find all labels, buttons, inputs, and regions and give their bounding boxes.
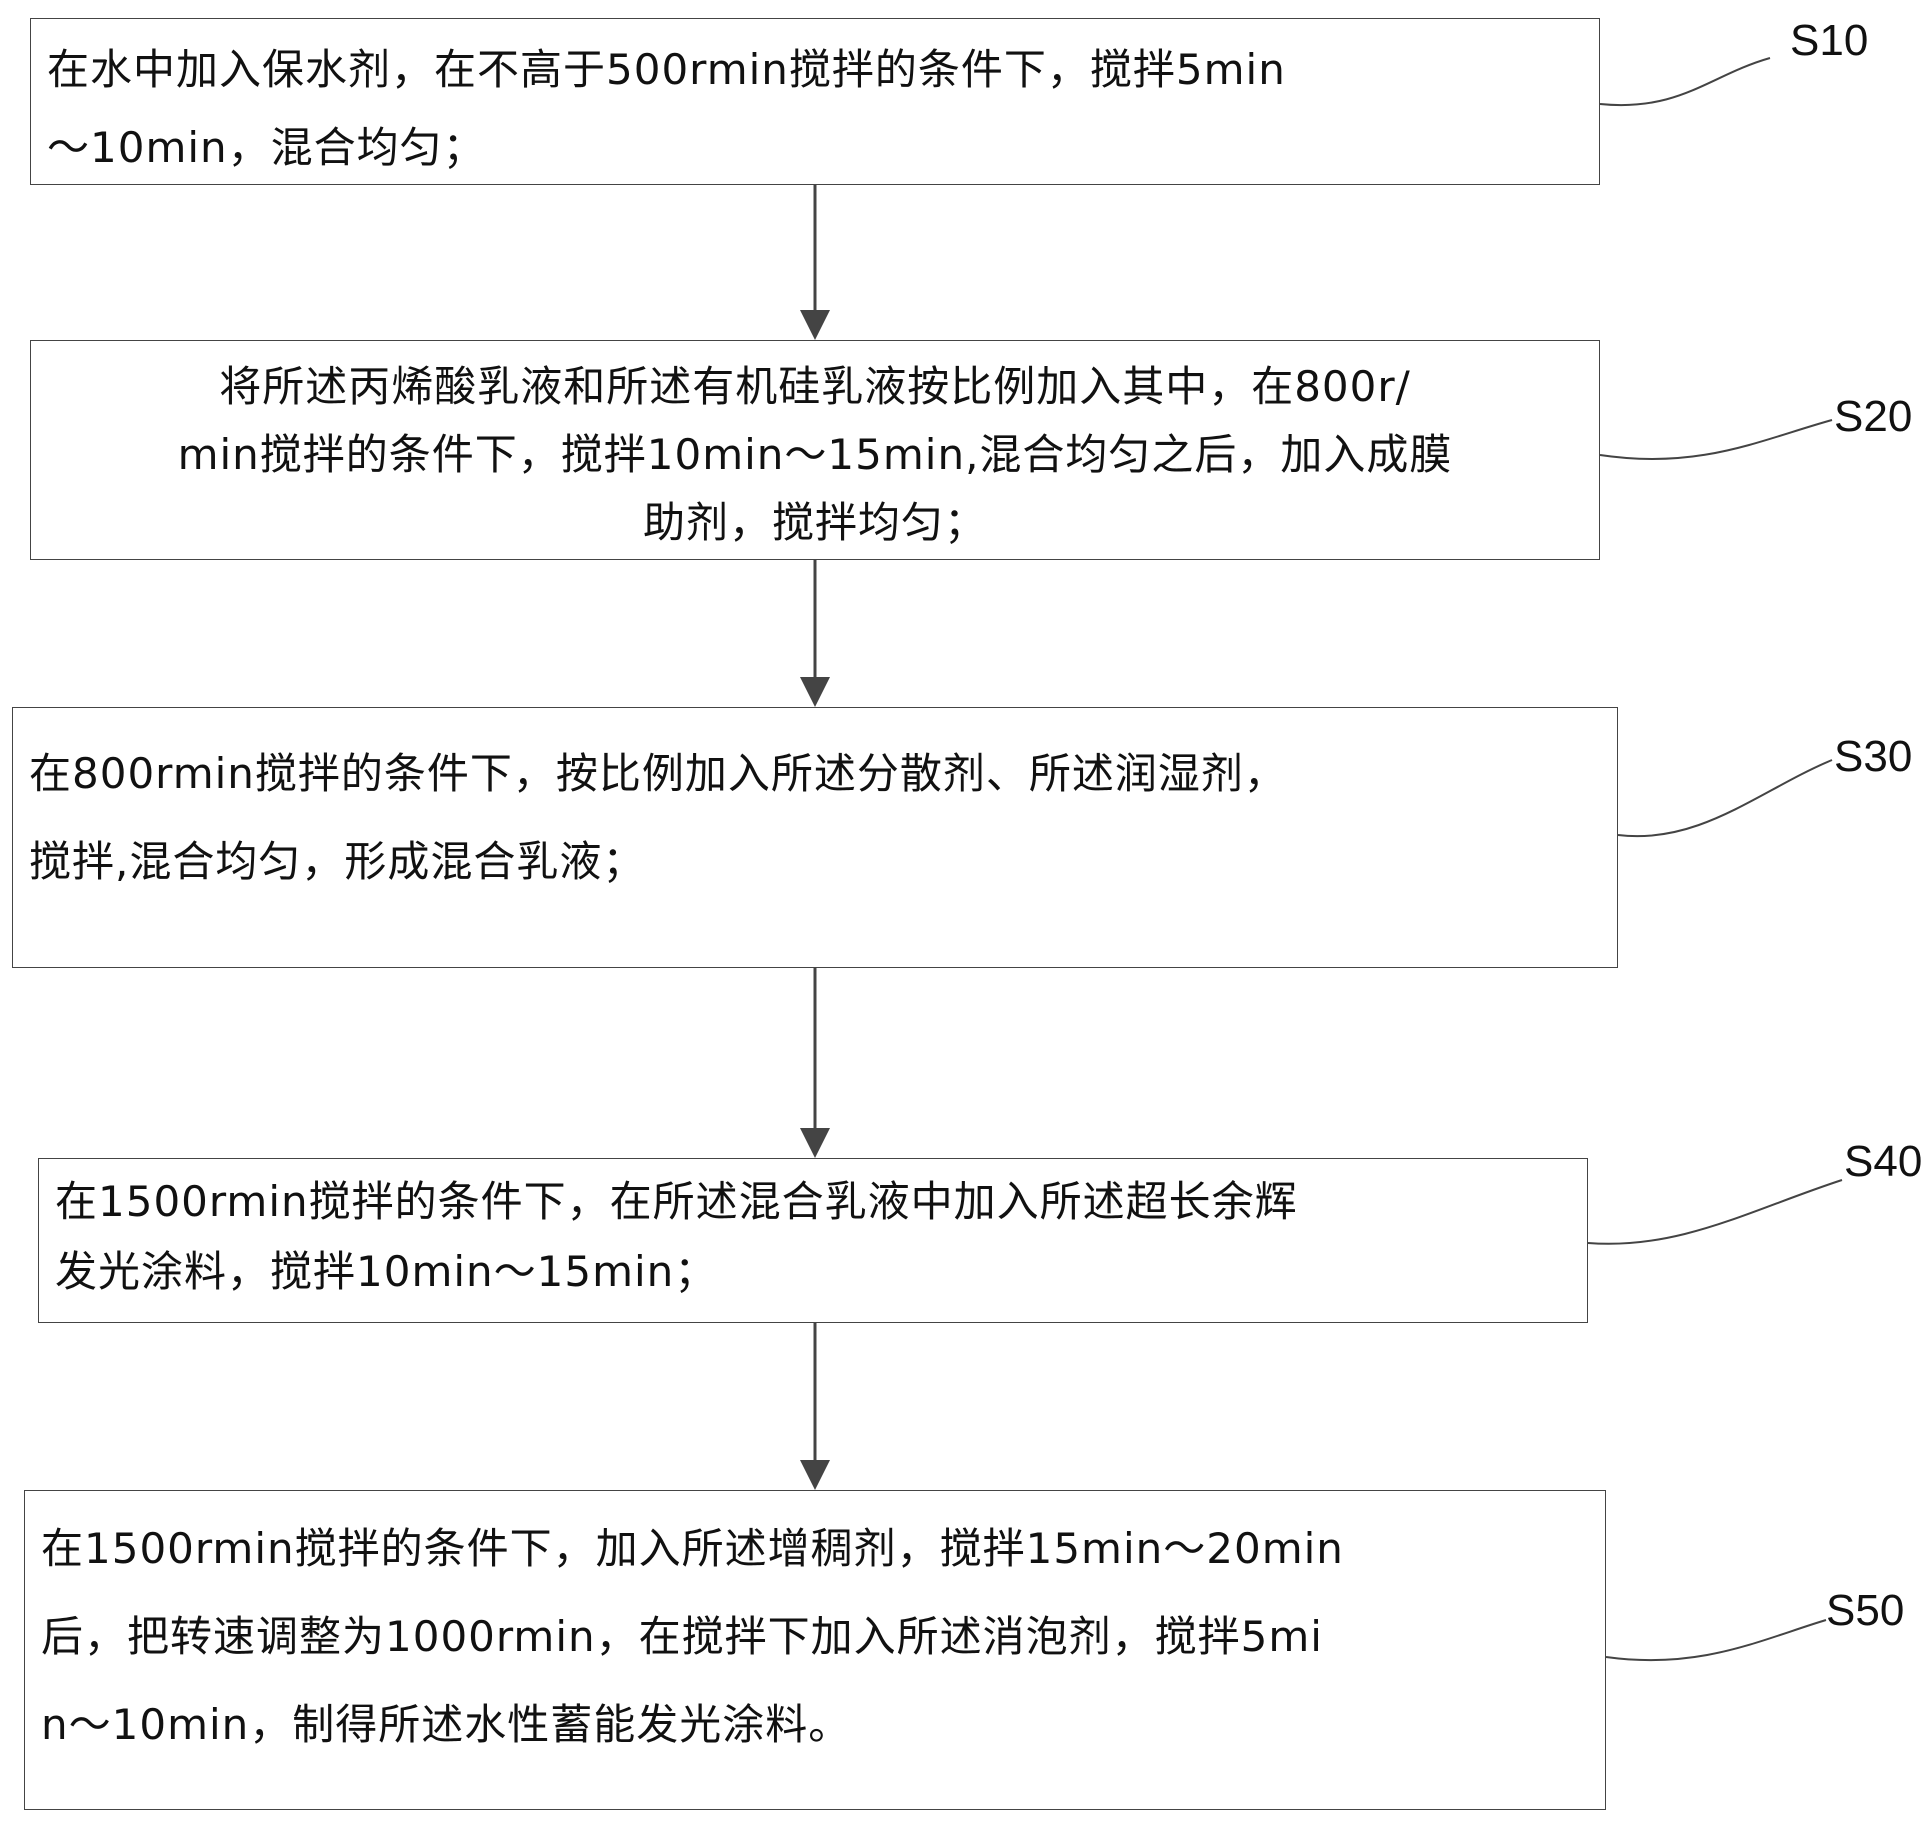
step-text-line: n～10min，制得所述水性蓄能发光涂料。 [41,1700,852,1749]
step-label-s30: S30 [1834,732,1913,781]
step-box-s30: 在800rmin搅拌的条件下，按比例加入所述分散剂、所述润湿剂， 搅拌,混合均匀… [12,707,1618,968]
step-text-line: 助剂，搅拌均匀； [642,498,987,547]
flow-arrow-s20-s30 [800,560,830,707]
leader-line-s40 [1587,1179,1843,1245]
step-text-line: 在水中加入保水剂，在不高于500rmin搅拌的条件下，搅拌5min [47,45,1286,94]
step-text-line: 将所述丙烯酸乳液和所述有机硅乳液按比例加入其中，在800r/ [219,362,1411,411]
step-box-s40: 在1500rmin搅拌的条件下，在所述混合乳液中加入所述超长余辉 发光涂料，搅拌… [38,1158,1588,1323]
flow-arrow-s40-s50 [800,1323,830,1490]
step-label-s50: S50 [1826,1586,1905,1635]
step-box-s10: 在水中加入保水剂，在不高于500rmin搅拌的条件下，搅拌5min ～10min… [30,18,1600,185]
leader-line-s50 [1605,1619,1827,1662]
step-text-line: ～10min，混合均匀； [47,123,486,172]
step-text-line: 发光涂料，搅拌10min～15min； [55,1247,718,1296]
step-text-line: 后，把转速调整为1000rmin，在搅拌下加入所述消泡剂，搅拌5mi [41,1612,1323,1661]
step-text-line: 在800rmin搅拌的条件下，按比例加入所述分散剂、所述润湿剂， [29,749,1287,798]
step-text-line: 搅拌,混合均匀，形成混合乳液； [29,837,646,886]
step-text-line: 在1500rmin搅拌的条件下，在所述混合乳液中加入所述超长余辉 [55,1177,1298,1226]
step-text-line: 在1500rmin搅拌的条件下，加入所述增稠剂，搅拌15min～20min [41,1524,1344,1573]
step-label-s20: S20 [1834,392,1913,441]
step-box-s50: 在1500rmin搅拌的条件下，加入所述增稠剂，搅拌15min～20min 后，… [24,1490,1606,1810]
step-label-s10: S10 [1790,16,1869,65]
leader-line-s10 [1599,57,1771,107]
flow-arrow-s10-s20 [800,185,830,340]
step-box-s20: 将所述丙烯酸乳液和所述有机硅乳液按比例加入其中，在800r/ min搅拌的条件下… [30,340,1600,560]
step-label-s40: S40 [1844,1137,1923,1186]
leader-line-s20 [1599,419,1833,461]
step-text-line: min搅拌的条件下，搅拌10min～15min,混合均匀之后，加入成膜 [177,430,1453,479]
leader-line-s30 [1617,759,1833,838]
flow-arrow-s30-s40 [800,968,830,1158]
